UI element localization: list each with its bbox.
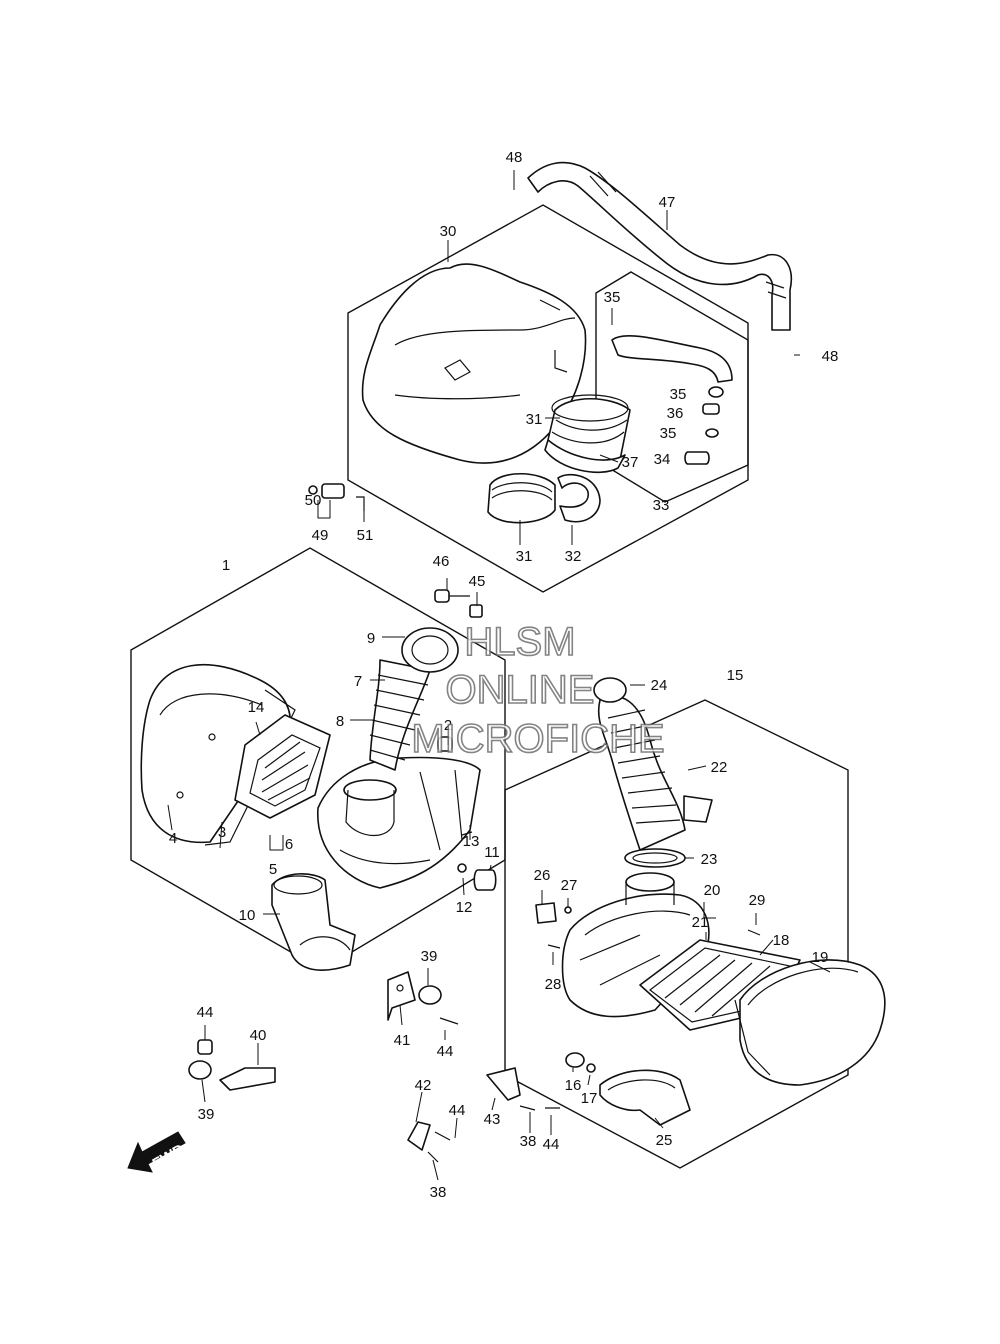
callout-24: 24 bbox=[651, 677, 668, 694]
callout-33: 33 bbox=[653, 497, 670, 514]
watermark-line-3: MICROFICHE bbox=[411, 717, 664, 761]
bracket-40 bbox=[188, 1039, 276, 1091]
callout-1: 1 bbox=[222, 557, 230, 574]
callout-27: 27 bbox=[561, 877, 578, 894]
callout-48: 48 bbox=[506, 149, 523, 166]
connector-49 bbox=[308, 483, 365, 511]
callout-31: 31 bbox=[526, 411, 543, 428]
callout-29: 29 bbox=[749, 892, 766, 909]
callout-49: 49 bbox=[312, 527, 329, 544]
callout-25: 25 bbox=[656, 1132, 673, 1149]
callout-44: 44 bbox=[197, 1004, 214, 1021]
small-fasteners-right bbox=[535, 902, 761, 1073]
callout-38: 38 bbox=[430, 1184, 447, 1201]
callout-42: 42 bbox=[415, 1077, 432, 1094]
callout-40: 40 bbox=[250, 1027, 267, 1044]
callout-13: 13 bbox=[463, 833, 480, 850]
callout-48: 48 bbox=[822, 348, 839, 365]
callout-18: 18 bbox=[773, 932, 790, 949]
callout-31: 31 bbox=[516, 548, 533, 565]
callout-47: 47 bbox=[659, 194, 676, 211]
callout-11: 11 bbox=[484, 844, 500, 861]
callout-35: 35 bbox=[660, 425, 677, 442]
callout-34: 34 bbox=[654, 451, 671, 468]
intake-duct-31 bbox=[544, 394, 631, 474]
clamp-23 bbox=[624, 848, 686, 868]
callout-38: 38 bbox=[520, 1133, 537, 1150]
callout-28: 28 bbox=[545, 976, 562, 993]
callout-9: 9 bbox=[367, 630, 375, 647]
callout-5: 5 bbox=[269, 861, 277, 878]
callout-43: 43 bbox=[484, 1111, 501, 1128]
callout-35: 35 bbox=[670, 386, 687, 403]
callout-44: 44 bbox=[437, 1043, 454, 1060]
callout-41: 41 bbox=[394, 1032, 411, 1049]
callout-51: 51 bbox=[357, 527, 374, 544]
breather-hose bbox=[527, 161, 792, 331]
callout-30: 30 bbox=[440, 223, 457, 240]
callout-22: 22 bbox=[711, 759, 728, 776]
callout-4: 4 bbox=[169, 830, 177, 847]
callout-37: 37 bbox=[622, 454, 639, 471]
callout-19: 19 bbox=[812, 949, 829, 966]
callout-15: 15 bbox=[727, 667, 744, 684]
duct-10 bbox=[271, 873, 356, 971]
callout-21: 21 bbox=[692, 914, 709, 931]
duct-25 bbox=[599, 1069, 691, 1126]
callout-45: 45 bbox=[469, 573, 486, 590]
watermark-line-2: ONLINE bbox=[446, 668, 595, 712]
callout-12: 12 bbox=[456, 899, 473, 916]
callout-14: 14 bbox=[248, 699, 265, 716]
drain-hose bbox=[611, 335, 733, 465]
callout-44: 44 bbox=[543, 1136, 560, 1153]
callout-26: 26 bbox=[534, 867, 551, 884]
air-cleaner-case-2 bbox=[317, 756, 481, 889]
callout-17: 17 bbox=[581, 1090, 598, 1107]
callout-32: 32 bbox=[565, 548, 582, 565]
group-box-30 bbox=[347, 204, 749, 593]
callout-6: 6 bbox=[285, 836, 293, 853]
intake-duct-31b bbox=[487, 473, 601, 524]
air-cleaner-cover bbox=[361, 263, 587, 464]
inlet-duct-22 bbox=[593, 677, 713, 851]
callout-23: 23 bbox=[701, 851, 718, 868]
bracket-41 bbox=[387, 971, 459, 1025]
callout-labels: 48 47 30 35 48 35 36 35 34 33 31 37 31 3… bbox=[169, 149, 839, 1201]
air-cleaner-right-cover-19 bbox=[734, 959, 886, 1086]
callout-3: 3 bbox=[218, 824, 226, 841]
callout-16: 16 bbox=[565, 1077, 582, 1094]
callout-50: 50 bbox=[305, 492, 322, 509]
callout-7: 7 bbox=[354, 673, 362, 690]
callout-20: 20 bbox=[704, 882, 721, 899]
callout-10: 10 bbox=[239, 907, 256, 924]
callout-44: 44 bbox=[449, 1102, 466, 1119]
callout-36: 36 bbox=[667, 405, 684, 422]
callout-39: 39 bbox=[198, 1106, 215, 1123]
callout-8: 8 bbox=[336, 713, 344, 730]
arrow-forward-icon bbox=[127, 1131, 186, 1173]
leader-lines bbox=[167, 170, 831, 1181]
callout-39: 39 bbox=[421, 948, 438, 965]
watermark: HLSM ONLINE MICROFICHE bbox=[411, 619, 666, 762]
bracket-42-43 bbox=[407, 1067, 560, 1163]
fwd-direction-marker: FWD bbox=[127, 1131, 188, 1173]
callout-46: 46 bbox=[433, 553, 450, 570]
filter-element-6 bbox=[234, 714, 331, 819]
intake-tube-7 bbox=[369, 627, 459, 771]
watermark-line-1: HLSM bbox=[464, 620, 575, 664]
callout-35: 35 bbox=[604, 289, 621, 306]
callout-2: 2 bbox=[444, 717, 452, 734]
